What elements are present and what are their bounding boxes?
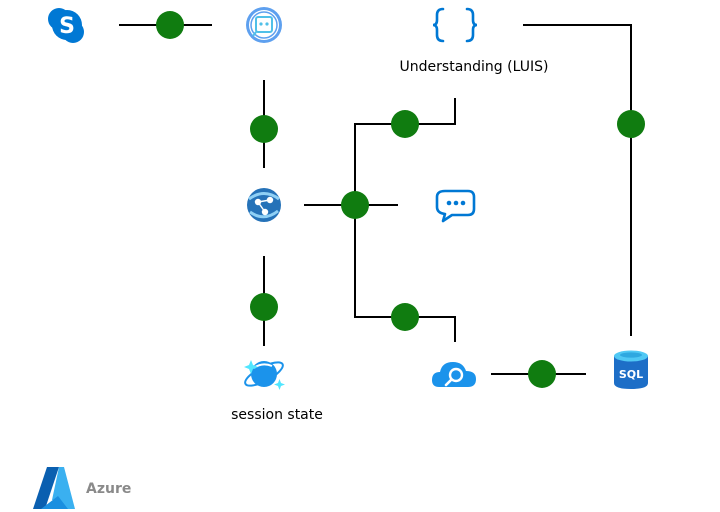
sql-database-icon: SQL [614,350,648,389]
connector-dot [391,303,419,331]
connector-dot [250,115,278,143]
braces-icon [432,7,478,43]
app-service-icon [247,188,281,222]
azure-logo-icon [33,467,75,509]
bot-service-icon [246,7,282,43]
chat-bubble-icon [435,189,476,223]
connector-dot [528,360,556,388]
sql-text: SQL [619,368,643,381]
connector-dot [156,11,184,39]
connector-dot [391,110,419,138]
skype-icon: S [48,8,84,43]
cognitive-search-icon [432,362,476,387]
brand-label: Azure [86,481,131,497]
cosmos-label: session state [231,407,323,423]
svg-text:S: S [59,14,75,39]
luis-label: Understanding (LUIS) [400,59,549,75]
connector-dot [617,110,645,138]
cosmos-db-icon [244,360,285,390]
line-luis-sql [523,24,632,336]
connector-dots [156,11,645,388]
connector-dot [341,191,369,219]
connector-dot [250,293,278,321]
connector-lines [119,24,632,375]
